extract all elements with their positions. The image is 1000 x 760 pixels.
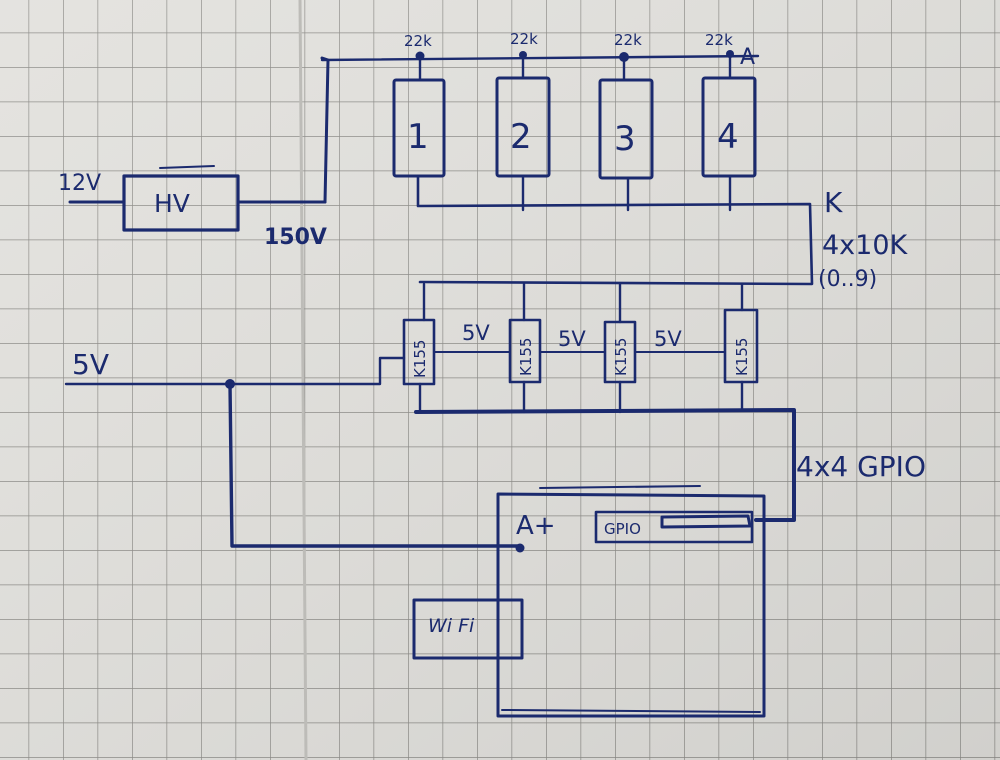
resistor-label-1: 22k xyxy=(404,32,432,50)
nixie-tube-3 xyxy=(598,78,654,180)
driver-supply-label-1: 5V xyxy=(462,321,490,345)
gpio-bus-label: 4x4 GPIO xyxy=(796,450,926,483)
tube-number-1: 1 xyxy=(407,117,429,157)
wifi-label: Wi Fi xyxy=(428,615,475,637)
board-power-node xyxy=(515,543,525,553)
cathode-range-label: (0..9) xyxy=(818,267,877,292)
driver-supply-label-2: 5V xyxy=(558,327,586,351)
gpio-header xyxy=(594,510,754,544)
tube-number-2: 2 xyxy=(510,117,532,157)
hv-supply: 12V HV 150V xyxy=(58,54,760,250)
k155-label-1: K155 xyxy=(411,340,429,378)
hv-box-label: HV xyxy=(154,189,190,218)
driver-supply-label-3: 5V xyxy=(654,327,682,351)
resistor-label-4: 22k xyxy=(705,31,733,49)
gpio-header-label: GPIO xyxy=(604,520,641,538)
cathode-bus-label: 4x10K xyxy=(822,230,909,261)
cathode-label: K xyxy=(824,186,843,219)
anode-label: A xyxy=(740,45,755,70)
tube-number-3: 3 xyxy=(614,119,636,159)
board-label: A+ xyxy=(516,511,556,541)
k155-label-3: K155 xyxy=(612,338,630,376)
k155-label-4: K155 xyxy=(733,338,751,376)
wifi-module xyxy=(412,598,524,660)
tube-number-4: 4 xyxy=(717,117,739,157)
supply-150v-label: 150V xyxy=(264,225,327,250)
supply-5v-label: 5V xyxy=(72,348,109,381)
power-rail-5v: 5V xyxy=(64,348,522,548)
driver-row: K155 K155 K155 K155 5V 5V 5V 4x4 GPIO xyxy=(402,282,926,522)
paper-fold xyxy=(298,0,308,760)
k155-label-2: K155 xyxy=(517,338,535,376)
board-a-plus: A+ GPIO Wi Fi xyxy=(412,485,766,718)
resistor-label-2: 22k xyxy=(510,30,538,48)
supply-12v-label: 12V xyxy=(58,171,101,196)
resistor-label-3: 22k xyxy=(614,31,642,49)
tube-array: 22k 22k 22k 22k A 1 2 3 4 K 4x10K (0..9) xyxy=(392,30,909,292)
